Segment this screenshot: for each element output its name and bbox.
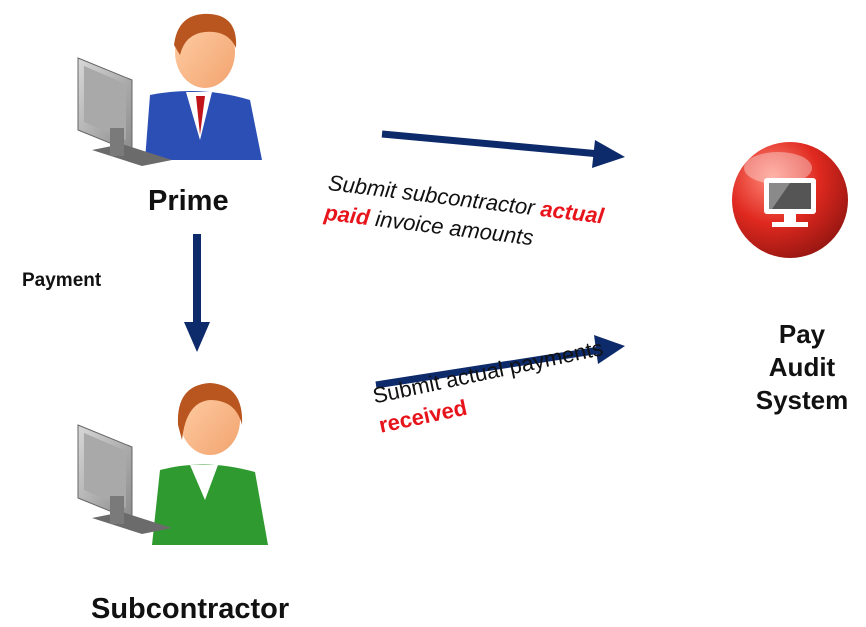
payment-label: Payment [22, 270, 102, 291]
pay-audit-line-3: System [755, 385, 849, 415]
prime-label: Prime [148, 185, 229, 217]
arrow-prime-to-audit [381, 130, 625, 168]
prime-note-highlight-1: actual [539, 196, 606, 229]
pay-audit-system-label: Pay Audit System [742, 318, 862, 417]
subcontractor-label: Subcontractor [91, 593, 290, 625]
prime-note-highlight-2: paid [323, 199, 371, 231]
prime-icon [77, 13, 262, 166]
pay-audit-line-1: Pay [778, 319, 826, 349]
arrow-sub-to-audit [375, 335, 625, 389]
arrow-prime-to-sub [184, 234, 210, 352]
pay-audit-line-2: Audit [768, 352, 836, 382]
subcontractor-icon [77, 383, 268, 545]
pay-audit-system-icon [732, 142, 848, 258]
